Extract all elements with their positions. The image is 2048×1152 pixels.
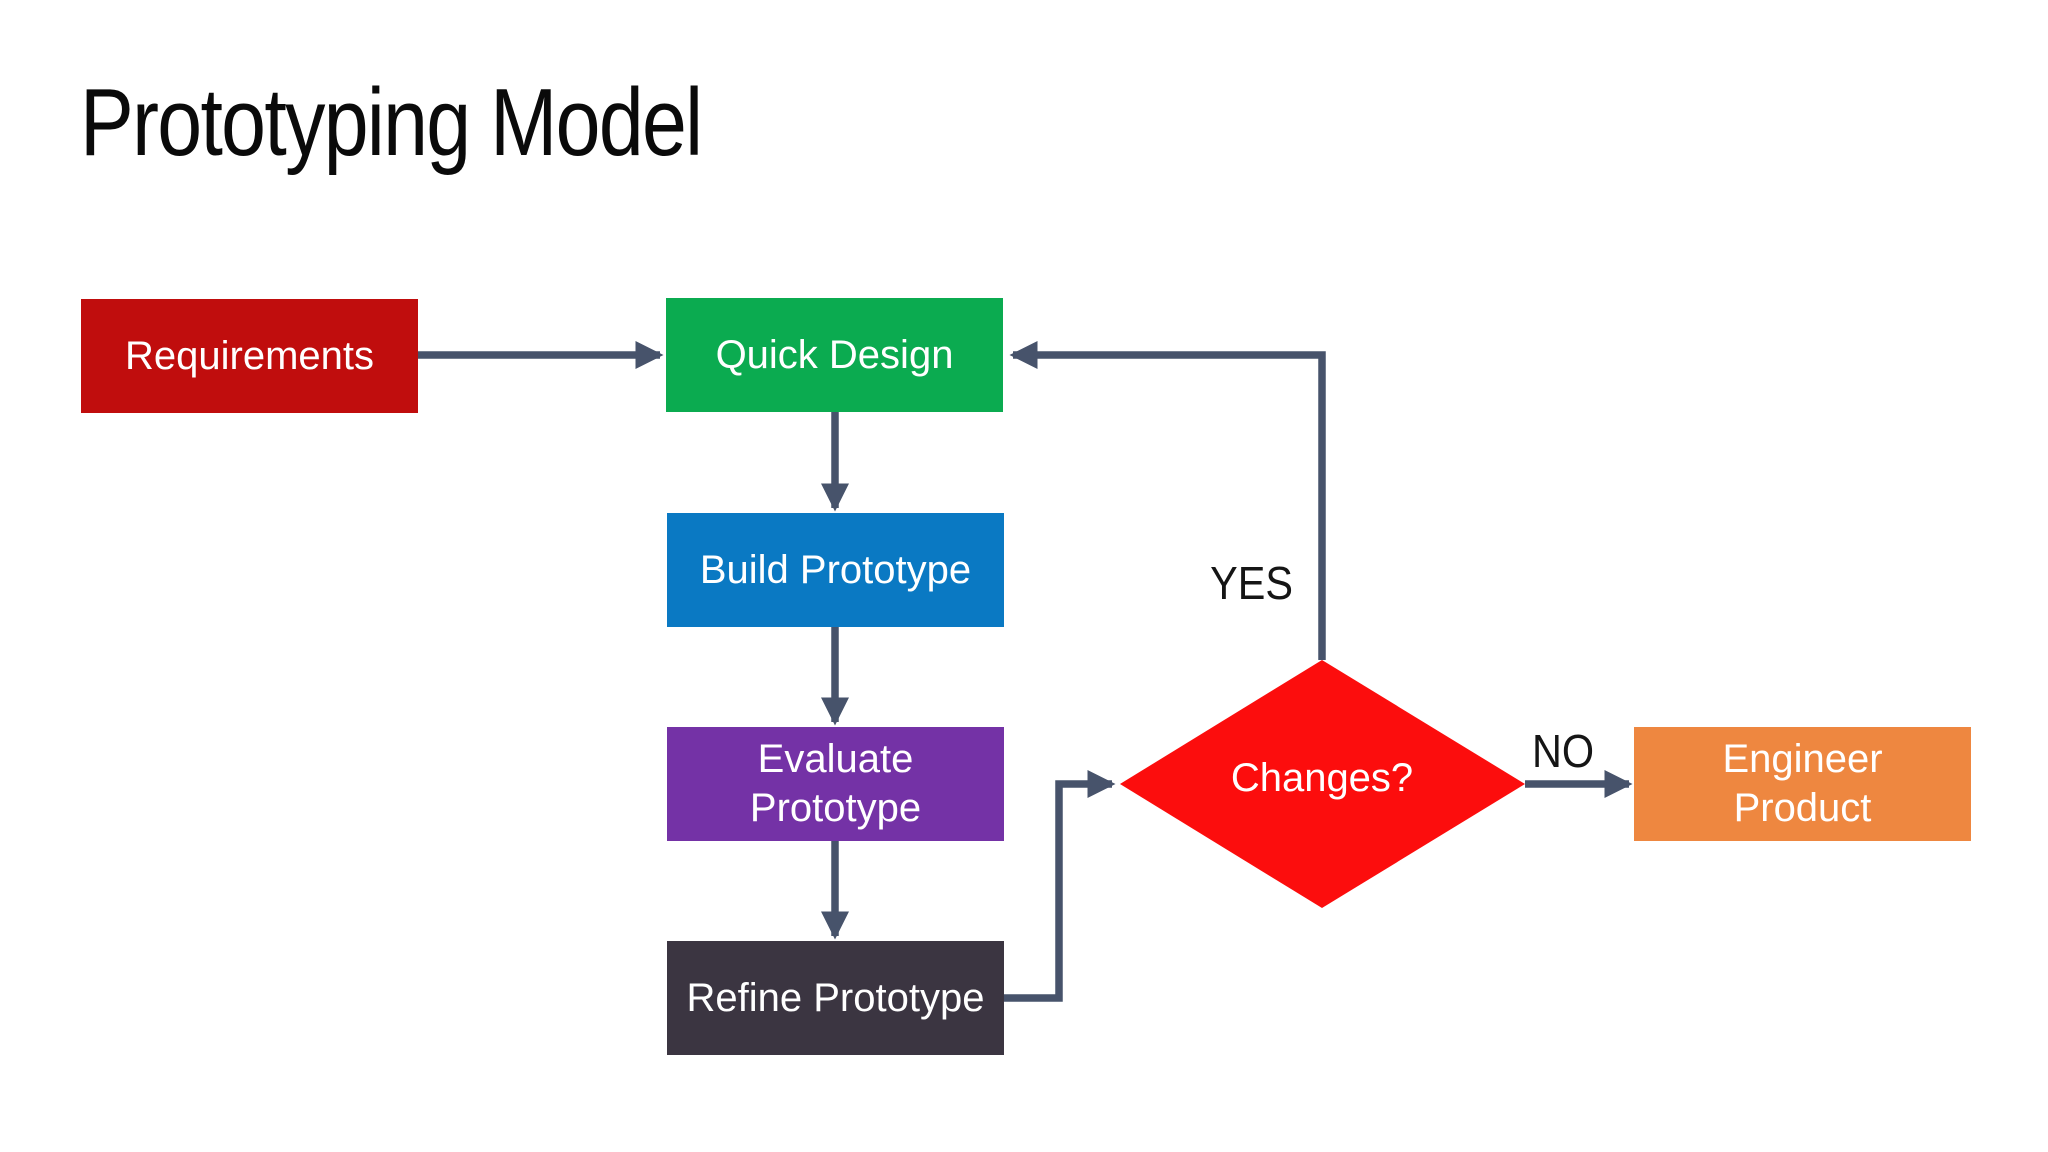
page-title: Prototyping Model [80,69,703,176]
node-engineer-product-label: Engineer Product [1722,737,1883,830]
node-refine-prototype: Refine Prototype [667,941,1004,1055]
node-evaluate-prototype: Evaluate Prototype [667,727,1004,841]
node-requirements: Requirements [81,299,418,413]
node-evaluate-prototype-label: Evaluate Prototype [749,737,922,830]
node-refine-prototype-label: Refine Prototype [686,975,985,1020]
node-requirements-label: Requirements [124,333,374,378]
node-engineer-product: Engineer Product [1634,727,1971,841]
edge-label-no: NO [1531,725,1595,777]
edge-refine-prototype-to-changes [1004,770,1116,1002]
edge-changes-to-quick-design-yes [1009,341,1326,660]
decision-diamond-shape [1120,660,1525,908]
edge-label-yes: YES [1210,557,1293,609]
node-quick-design: Quick Design [666,298,1003,412]
node-quick-design-label: Quick Design [715,332,954,377]
node-build-prototype-label: Build Prototype [699,547,972,592]
node-build-prototype: Build Prototype [667,513,1004,627]
node-changes-decision-label: Changes? [1230,756,1414,800]
